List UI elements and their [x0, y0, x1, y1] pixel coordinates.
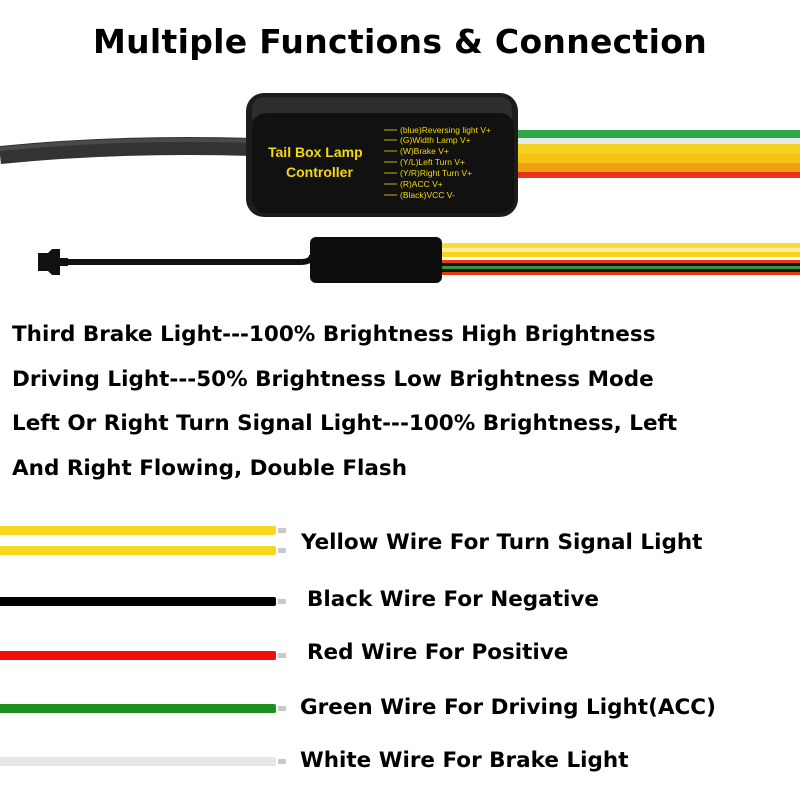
wire-tip: [278, 759, 286, 764]
description-line: Driving Light---50% Brightness Low Brigh…: [12, 366, 654, 392]
wire-tip: [278, 653, 286, 658]
legend-label: Yellow Wire For Turn Signal Light: [301, 530, 703, 555]
page-title: Multiple Functions & Connection: [93, 22, 707, 61]
controller-name-line1: Tail Box Lamp: [268, 144, 363, 160]
legend-label: Black Wire For Negative: [307, 587, 599, 612]
function-description: Third Brake Light---100% Brightness High…: [12, 313, 792, 491]
legend-red-wire: Red Wire For Positive: [0, 640, 800, 684]
black-wire-swatch: [0, 597, 276, 606]
wire-tip: [278, 548, 286, 553]
connector-plug: [38, 249, 68, 275]
description-line: Third Brake Light---100% Brightness High…: [12, 322, 656, 347]
legend-black-wire: Black Wire For Negative: [0, 585, 800, 629]
input-cable: [0, 137, 256, 164]
wire-tip: [278, 706, 286, 711]
yellow-wire-swatch-top: [0, 526, 276, 535]
controller-pin-lines: [384, 129, 397, 196]
strip-control-box: [310, 237, 442, 283]
wire-tip: [278, 599, 286, 604]
strip-cable: [68, 254, 315, 265]
description-line: And Right Flowing, Double Flash: [12, 455, 408, 481]
controller-name-line2: Controller: [286, 164, 353, 180]
legend-green-wire: Green Wire For Driving Light(ACC): [0, 692, 800, 736]
wire-tip: [278, 528, 286, 533]
legend-label: Red Wire For Positive: [307, 640, 569, 665]
pin-label-reversing: (blue)Reversing light V+: [400, 125, 491, 135]
white-wire-swatch: [0, 757, 276, 766]
output-wire-bundle: [505, 130, 800, 178]
legend-white-wire: White Wire For Brake Light: [0, 746, 800, 790]
wiring-diagram: Tail Box Lamp Controller (blue)Reversing…: [0, 93, 800, 283]
legend-label: Green Wire For Driving Light(ACC): [300, 695, 716, 720]
green-wire-swatch: [0, 704, 276, 713]
red-wire-swatch: [0, 651, 276, 660]
legend-yellow-wire: Yellow Wire For Turn Signal Light: [0, 522, 800, 566]
pin-label-right-turn: (Y/R)Right Turn V+: [400, 168, 472, 178]
pin-label-vcc: (Black)VCC V-: [400, 190, 455, 200]
pin-label-width: (G)Width Lamp V+: [400, 135, 471, 145]
pin-label-acc: (R)ACC V+: [400, 179, 443, 189]
yellow-wire-swatch-bottom: [0, 546, 276, 555]
controller-box: [246, 93, 518, 217]
strip-wire-bundle: [442, 243, 800, 275]
legend-label: White Wire For Brake Light: [300, 748, 629, 773]
pin-label-left-turn: (Y/L)Left Turn V+: [400, 157, 465, 167]
pin-label-brake: (W)Brake V+: [400, 146, 449, 156]
description-line: Left Or Right Turn Signal Light---100% B…: [12, 411, 678, 436]
